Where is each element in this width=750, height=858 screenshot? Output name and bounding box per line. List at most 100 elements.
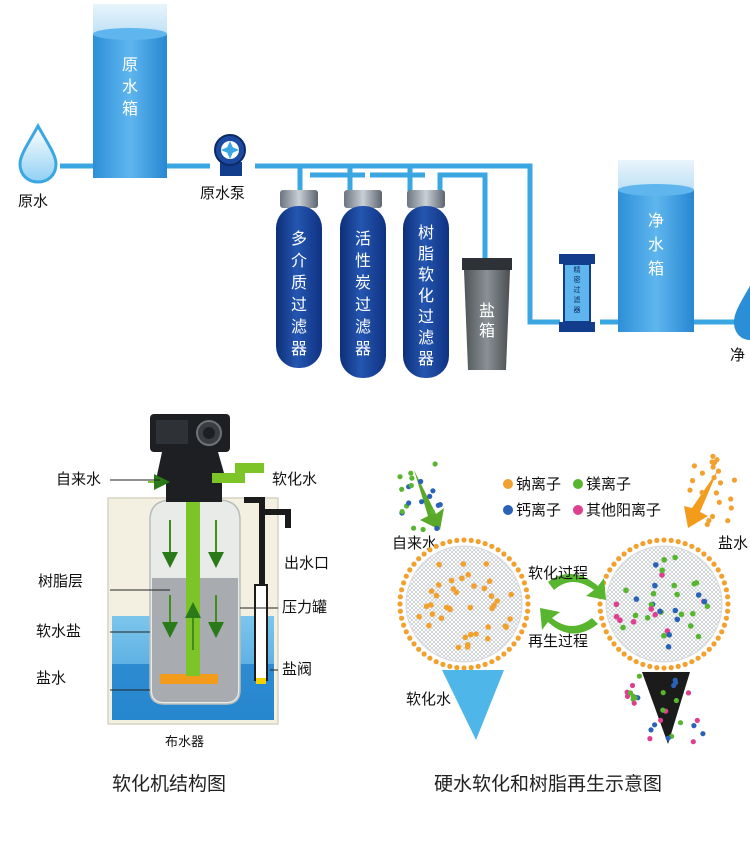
resin-ion — [491, 602, 497, 609]
ring-ion — [711, 641, 717, 647]
waste-ion — [647, 736, 653, 742]
resin-filter-label: 树脂软化过滤器 — [418, 223, 434, 368]
brine-ion — [728, 496, 734, 502]
ring-ion — [611, 561, 617, 567]
tap-water-label: 自来水 — [56, 470, 101, 488]
ring-ion — [607, 567, 613, 573]
brine-ion — [691, 463, 698, 469]
resin-ion — [678, 611, 685, 618]
brine-ion — [687, 487, 693, 493]
ring-ion — [427, 655, 433, 661]
waste-ion — [665, 735, 671, 741]
soft-water-outlet-pipe — [212, 463, 264, 483]
ring-ion — [695, 547, 701, 553]
brine-ion — [710, 453, 716, 459]
waste-ion — [700, 731, 706, 737]
riser-pipe — [186, 498, 200, 676]
waste-ion — [658, 717, 664, 723]
brine-ion — [689, 478, 696, 484]
brine-label: 盐水 — [36, 669, 66, 687]
ring-ion — [403, 573, 409, 579]
ring-ion — [627, 655, 633, 661]
ring-ion — [495, 547, 501, 553]
ring-ion — [725, 594, 731, 600]
resin-ion — [653, 562, 659, 568]
resin-ion — [423, 603, 430, 610]
resin-ion — [429, 611, 436, 617]
salt-box-label: 盐箱 — [479, 301, 495, 340]
ring-ion — [506, 556, 512, 562]
resin-ion — [674, 616, 681, 623]
resin-ion — [483, 561, 490, 567]
ring-ion — [416, 556, 422, 562]
softener-structure: 自来水 软化水 出水口 树脂层 压力罐 软水盐 盐阀 盐水 布水器 软化机结构图 — [36, 414, 329, 795]
ring-ion — [511, 561, 517, 567]
ring-ion — [701, 651, 707, 657]
ring-ion — [675, 539, 681, 545]
ring-ion — [668, 537, 674, 544]
salt-valve — [254, 584, 268, 681]
outgoing-waste-ions — [624, 673, 706, 745]
resin-ion — [659, 567, 665, 574]
ring-ion — [661, 537, 667, 543]
ring-ion — [399, 615, 405, 621]
resin-ion — [704, 603, 711, 610]
hard-ion — [437, 502, 443, 508]
ring-ion — [501, 651, 507, 657]
hard-ion — [411, 525, 417, 531]
legend-ca: 钙离子 — [516, 501, 561, 519]
brine-ion — [731, 477, 738, 483]
resin-ion — [455, 644, 462, 651]
waste-ion — [672, 677, 678, 683]
regen-tap-water-label: 自来水 — [392, 534, 437, 552]
ring-ion — [689, 543, 695, 549]
resin-ion — [633, 596, 640, 602]
ring-ion — [475, 539, 481, 545]
hard-ion — [408, 482, 414, 489]
waste-ion — [660, 707, 666, 713]
resin-ion — [485, 635, 491, 642]
regen-cycle-arrow-icon — [540, 608, 598, 634]
hard-ion — [419, 499, 425, 505]
soften-cycle-arrow-icon — [548, 573, 606, 600]
ring-ion — [521, 622, 528, 628]
soft-water-arrow-icon — [442, 670, 504, 740]
regen-brine-label: 盐水 — [718, 534, 748, 552]
outlet-label: 出水口 — [284, 554, 329, 572]
resin-ion — [438, 615, 445, 621]
ring-ion — [654, 537, 660, 544]
waste-ion — [660, 690, 666, 696]
hard-ion — [409, 475, 415, 481]
legend-na: 钠离子 — [516, 475, 561, 493]
salt-box: 盐箱 — [462, 258, 512, 370]
ring-ion — [525, 608, 531, 614]
hard-ion — [408, 470, 414, 476]
resin-ion — [657, 608, 663, 615]
resin-ion — [644, 615, 651, 621]
hard-ion — [418, 478, 424, 485]
resin-ion — [467, 604, 474, 611]
ring-ion — [421, 651, 427, 657]
clean-water-label: 净 — [730, 346, 745, 364]
resin-ion — [693, 580, 700, 586]
resin-ion — [690, 610, 696, 617]
hard-ion — [399, 486, 405, 492]
resin-ion — [435, 582, 442, 588]
ring-ion — [603, 629, 609, 635]
ring-ion — [633, 543, 639, 549]
ring-ion — [621, 551, 627, 557]
ring-ion — [706, 556, 712, 562]
resin-ion — [672, 554, 678, 561]
precision-filter-label: 精密过滤器 — [574, 265, 581, 314]
ring-ion — [461, 537, 467, 543]
legend-mg: 镁离子 — [586, 475, 631, 493]
resin-ion — [485, 624, 492, 630]
soft-water-label: 软化水 — [272, 470, 317, 488]
ring-ion — [647, 539, 653, 545]
hard-ion — [397, 474, 403, 480]
resin-ion — [508, 591, 514, 598]
ring-ion — [627, 547, 633, 553]
ring-ion — [411, 641, 417, 647]
waste-ion — [691, 723, 697, 729]
waste-ion — [636, 673, 643, 679]
